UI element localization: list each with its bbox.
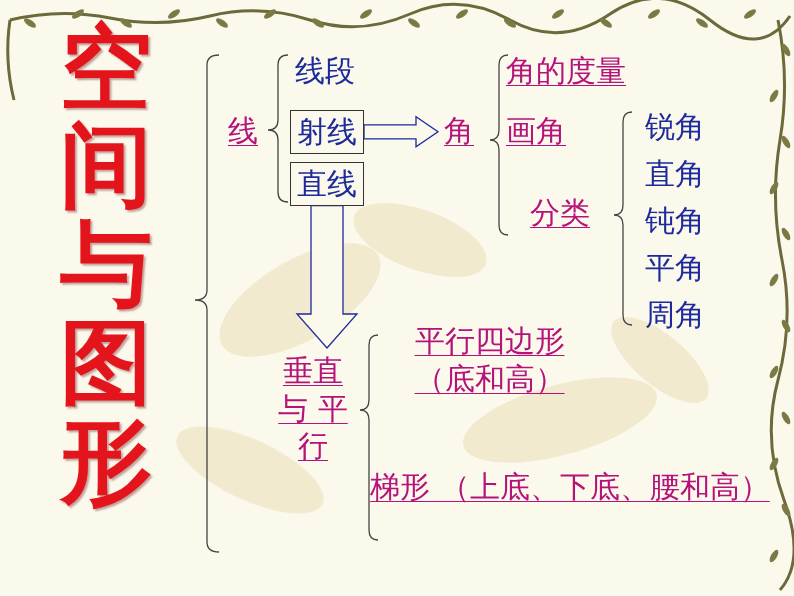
vine-leaf: [780, 410, 792, 425]
vine-leaf: [455, 8, 470, 21]
concept-label: 角的度量: [506, 52, 626, 90]
concept: 锐角: [645, 108, 705, 146]
vine-leaf: [768, 364, 780, 379]
concept: 角: [444, 112, 474, 150]
concept-label: 梯形 （上底、下底、腰和高）: [355, 468, 785, 506]
vine-leaf: [743, 8, 758, 21]
vine-leaf: [263, 8, 278, 21]
concept: 平角: [645, 249, 705, 287]
brace: [614, 112, 632, 325]
concept-label: 平角: [645, 249, 705, 287]
concept-label: 垂直 与 平行: [268, 352, 358, 465]
concept-label: 射线: [297, 113, 357, 151]
concept: 钝角: [645, 202, 705, 240]
concept: 梯形 （上底、下底、腰和高）: [355, 468, 785, 506]
vine-leaf: [599, 17, 614, 30]
concept: 分类: [530, 194, 590, 232]
title: 空间与图形: [60, 18, 152, 510]
concept: 线段: [295, 52, 355, 90]
concept: 垂直 与 平行: [268, 352, 358, 465]
vine-leaf: [768, 548, 780, 563]
vine-leaf: [780, 226, 792, 241]
brace: [490, 55, 508, 235]
vine-leaf: [215, 17, 230, 30]
concept-label: 角: [444, 112, 474, 150]
concept: 画角: [506, 112, 566, 150]
concept-label: 直角: [645, 155, 705, 193]
vine-leaf: [780, 42, 792, 57]
concept: 角的度量: [506, 52, 626, 90]
vine-leaf: [780, 134, 792, 149]
concept-label: 线段: [295, 52, 355, 90]
concept-label: 分类: [530, 194, 590, 232]
concept: 直角: [645, 155, 705, 193]
vine-leaf: [768, 180, 780, 195]
hollow-arrow: [297, 206, 357, 349]
hollow-arrow: [364, 117, 438, 147]
vine-leaf: [768, 272, 780, 287]
brace: [195, 55, 219, 552]
concept: 平行四边形 （底和高）: [382, 322, 597, 397]
concept-label: 锐角: [645, 108, 705, 146]
concept-label: 直线: [297, 165, 357, 203]
vine-leaf: [551, 8, 566, 21]
boxed-concept: 直线: [290, 162, 364, 206]
vine-leaf: [311, 17, 326, 30]
vine-leaf: [407, 17, 422, 30]
vine-leaf: [647, 8, 662, 21]
vine-leaf: [695, 17, 710, 30]
vine-leaf: [768, 88, 780, 103]
boxed-concept: 射线: [290, 110, 364, 154]
vine-leaves: [23, 8, 793, 564]
vine-leaf: [780, 318, 792, 333]
concept-label: 线: [228, 112, 258, 150]
concept-label: 画角: [506, 112, 566, 150]
vine-leaf: [23, 17, 38, 30]
brace: [268, 55, 288, 202]
concept-label: 平行四边形 （底和高）: [382, 322, 597, 397]
concept-label: 周角: [645, 296, 705, 334]
vine-leaf: [503, 17, 518, 30]
vine-leaf: [167, 8, 182, 21]
concept: 线: [228, 112, 258, 150]
concept: 周角: [645, 296, 705, 334]
vine-leaf: [780, 502, 792, 517]
brace: [360, 335, 378, 540]
concept-label: 钝角: [645, 202, 705, 240]
vine-border: [8, 0, 794, 590]
vine-leaf: [359, 8, 374, 21]
